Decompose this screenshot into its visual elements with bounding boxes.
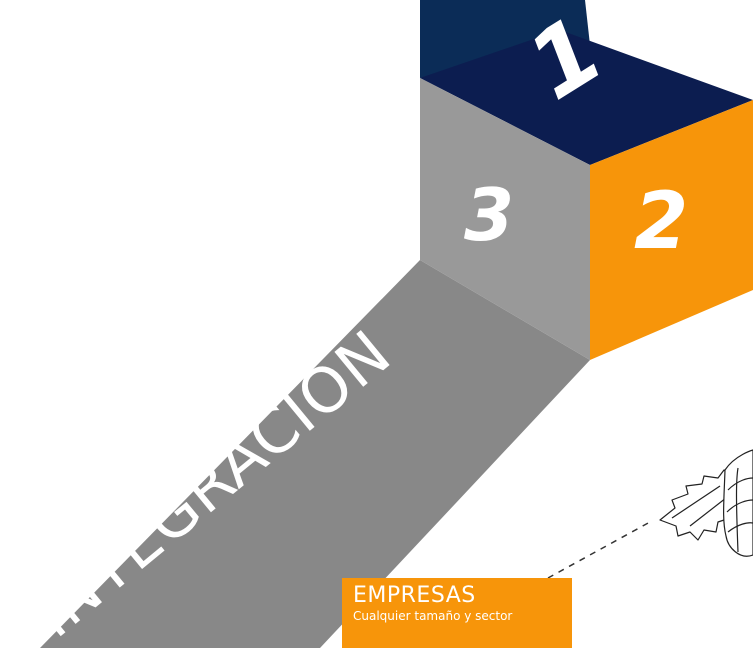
empresas-callout-box xyxy=(342,578,572,648)
callout-subtitle: Cualquier tamaño y sector xyxy=(353,609,513,623)
cube-top-face xyxy=(420,30,753,165)
integracion-ribbon xyxy=(40,260,590,648)
hop-cone-icon xyxy=(659,449,753,557)
cube-left-face xyxy=(420,78,590,360)
empresas-callout: EMPRESAS Cualquier tamaño y sector xyxy=(342,578,572,648)
cube-right-label: 2 xyxy=(634,177,688,267)
cube-right-face xyxy=(590,100,753,360)
dashed-connector xyxy=(547,521,651,579)
cube-left-label: 3 xyxy=(464,173,514,257)
cube-back-face xyxy=(420,0,590,78)
callout-title: EMPRESAS xyxy=(353,583,476,608)
